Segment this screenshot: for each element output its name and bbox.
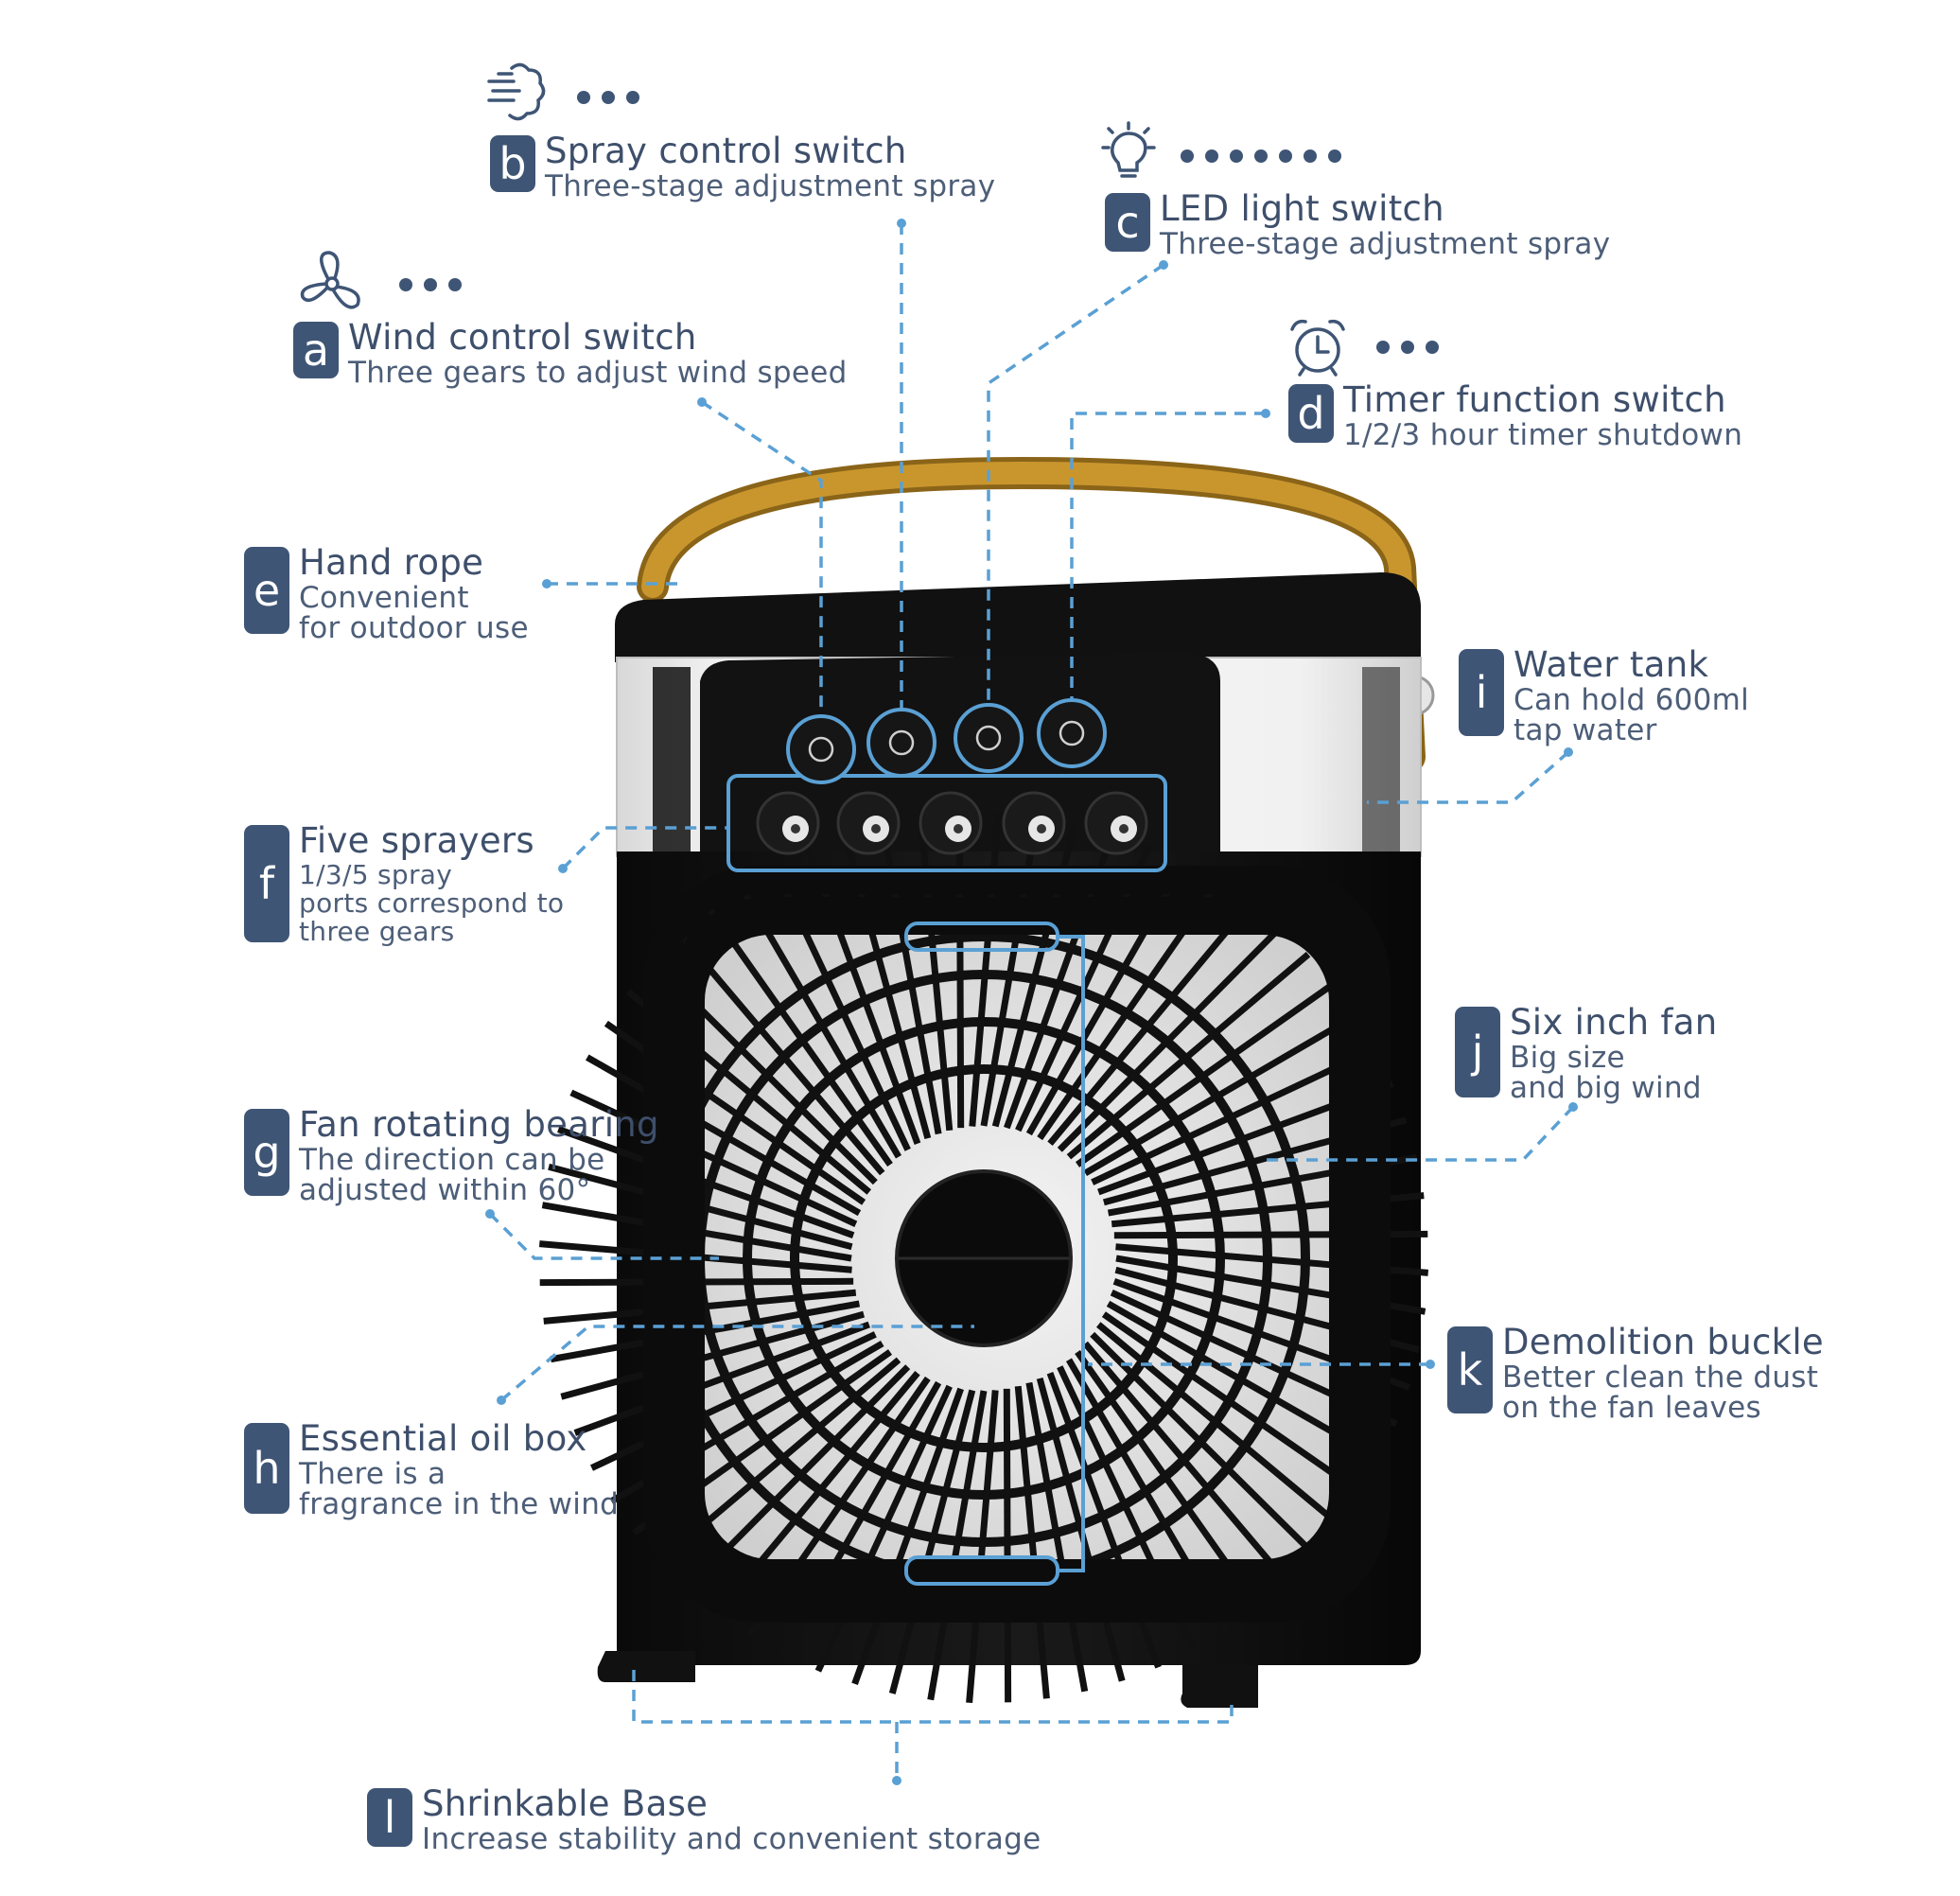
six-inch-fan-grille [538,813,1429,1704]
label-badge-i: i [1459,649,1504,736]
leader-g [488,1212,719,1260]
leader-a [701,400,823,719]
timer-function-title: Timer function switch [1343,379,1726,420]
spray-control-title: Spray control switch [545,131,907,171]
led-light-title: LED light switch [1160,188,1444,229]
essential-oil-title: Essential oil box [299,1418,587,1459]
five-sprayers-desc-2: ports correspond to [299,887,565,919]
hand-rope-title: Hand rope [299,542,484,583]
six-inch-fan-desc-2: and big wind [1510,1071,1702,1105]
sprayer-nozzle [1084,791,1148,855]
bottom-buckle-highlight [904,1555,1059,1586]
label-badge-k: k [1447,1326,1493,1413]
timer-level-dots [1376,341,1439,354]
leader-j [1263,1105,1575,1162]
fan-bearing-desc-2: adjusted within 60° [299,1173,591,1207]
leader-i [1367,750,1570,804]
leader-c [987,263,1164,714]
button-wind-control [786,714,856,784]
label-badge-e: e [244,547,289,634]
spray-control-desc: Three-stage adjustment spray [545,169,996,203]
shrinkable-base-title: Shrinkable Base [422,1783,709,1824]
leader-f [561,826,726,870]
five-sprayers-title: Five sprayers [299,820,534,861]
timer-function-desc: 1/2/3 hour timer shutdown [1343,418,1743,452]
sprayer-nozzle [919,791,983,855]
base-foot-left [597,1651,695,1682]
button-led-light [954,703,1024,773]
sprayer-nozzle [836,791,901,855]
label-badge-j: j [1455,1007,1500,1097]
base-foot-right [1181,1665,1258,1708]
label-badge-c: c [1105,193,1150,252]
water-tank-title: Water tank [1514,644,1709,685]
wind-level-dots [399,278,462,291]
leader-d [1070,412,1266,705]
top-buckle-highlight [904,922,1059,952]
led-level-dots [1181,149,1341,163]
light-bulb-icon [1097,121,1160,191]
hand-rope-desc-2: for outdoor use [299,611,529,645]
label-badge-g: g [244,1109,289,1196]
essential-oil-desc-2: fragrance in the wind [299,1487,620,1521]
label-badge-a: a [293,322,339,378]
fan-bearing-title: Fan rotating bearing [299,1104,659,1145]
sprayer-nozzle [756,791,820,855]
demolition-buckle-desc-2: on the fan leaves [1502,1391,1761,1425]
leader-l [632,1670,1234,1724]
leader-h [499,1325,974,1402]
hand-rope-desc-1: Convenient [299,581,469,615]
label-badge-l: l [367,1788,412,1847]
spray-icon [485,61,548,131]
label-badge-h: h [244,1423,289,1514]
label-badge-d: d [1288,384,1334,443]
essential-oil-desc-1: There is a [299,1457,446,1491]
sprayer-highlight [726,774,1167,872]
six-inch-fan-desc-1: Big size [1510,1041,1625,1075]
alarm-clock-icon [1286,316,1349,382]
demolition-buckle-title: Demolition buckle [1502,1322,1824,1362]
demolition-buckle-desc-1: Better clean the dust [1502,1361,1819,1395]
wind-control-title: Wind control switch [348,317,697,358]
water-tank-desc-1: Can hold 600ml [1514,683,1750,717]
fan-icon [295,248,369,318]
label-badge-f: f [244,825,289,942]
five-sprayers-desc-1: 1/3/5 spray [299,859,453,890]
spray-level-dots [577,91,639,104]
button-timer [1037,698,1107,768]
six-inch-fan-title: Six inch fan [1510,1002,1718,1043]
five-sprayers-desc-3: three gears [299,916,455,947]
wind-control-desc: Three gears to adjust wind speed [348,356,848,390]
label-badge-b: b [490,135,535,192]
water-tank-desc-2: tap water [1514,713,1657,747]
shrinkable-base-desc: Increase stability and convenient storag… [422,1822,1041,1856]
led-light-desc: Three-stage adjustment spray [1160,227,1611,261]
button-spray-control [866,708,936,778]
sprayer-nozzle [1002,791,1066,855]
fan-bearing-desc-1: The direction can be [299,1143,605,1177]
